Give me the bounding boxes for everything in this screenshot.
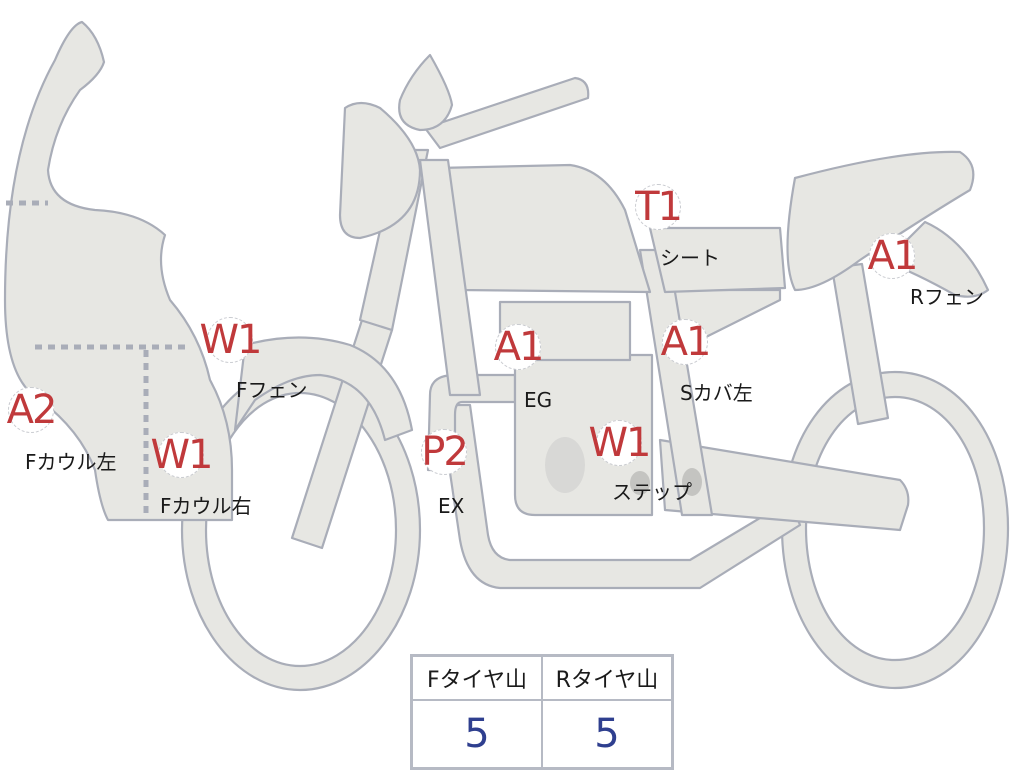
grade-badge-engine: A1 <box>493 324 544 370</box>
engine-cover <box>545 437 585 493</box>
front-fender <box>233 336 414 442</box>
label-seat: シート <box>660 246 720 270</box>
headlight <box>338 101 422 240</box>
swingarm <box>658 438 910 532</box>
grade-badge-fcowl-left: A2 <box>6 387 57 433</box>
grade-badge-exhaust: P2 <box>421 429 469 475</box>
front-cowl <box>3 20 234 522</box>
label-rfender: Rフェン <box>910 285 984 309</box>
grade-badge-rfender: A1 <box>867 233 918 279</box>
fuel-tank <box>436 163 652 294</box>
header-front-tire: Fタイヤ山 <box>410 654 543 701</box>
handlebar <box>423 76 590 150</box>
footpeg-right <box>682 468 702 496</box>
meter <box>398 53 454 132</box>
grade-badge-fcowl-right: W1 <box>150 432 214 478</box>
grade-badge-step: W1 <box>588 420 652 466</box>
label-exhaust: EX <box>438 494 465 518</box>
tire-tread-table: Fタイヤ山 Rタイヤ山 5 5 <box>410 654 674 770</box>
seat <box>648 226 787 294</box>
label-engine: EG <box>524 388 553 412</box>
value-rear-tire: 5 <box>541 699 674 770</box>
label-fcowl-left: Fカウル左 <box>25 450 117 474</box>
label-step: ステップ <box>612 480 692 504</box>
frame-down-tube <box>418 158 482 397</box>
grade-badge-seat: T1 <box>635 184 683 230</box>
label-ffender: Fフェン <box>236 378 308 402</box>
label-side-cover: Sカバ左 <box>680 381 753 405</box>
tail-cowl <box>786 150 975 292</box>
header-rear-tire: Rタイヤ山 <box>541 654 674 701</box>
grade-badge-side-cover: A1 <box>660 319 711 365</box>
value-front-tire: 5 <box>410 699 543 770</box>
grade-badge-ffender: W1 <box>199 317 263 363</box>
footpeg-left <box>630 471 650 495</box>
label-fcowl-right: Fカウル右 <box>160 494 252 518</box>
